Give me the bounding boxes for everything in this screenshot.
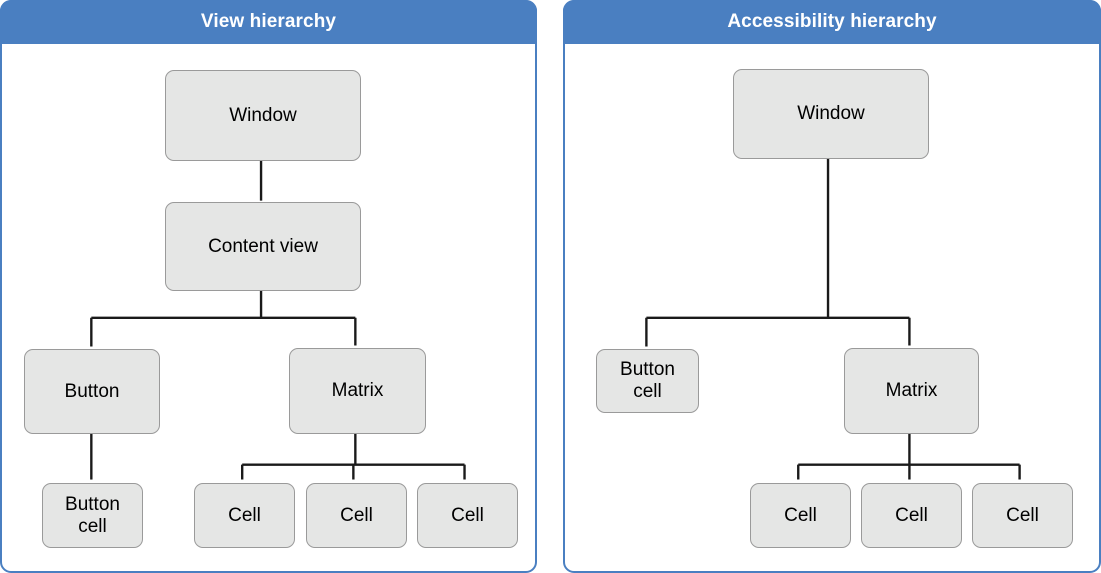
- node-content-view: Content view: [165, 202, 361, 291]
- node-button: Button: [24, 349, 160, 434]
- node-cell-1: Cell: [750, 483, 851, 548]
- panel-title-accessibility-hierarchy: Accessibility hierarchy: [563, 0, 1101, 44]
- connector-line: [90, 288, 357, 347]
- connector-line: [241, 430, 466, 480]
- node-cell-2: Cell: [861, 483, 962, 548]
- connector-layer-view-hierarchy: [90, 159, 466, 480]
- node-button-cell: Button cell: [42, 483, 143, 548]
- node-cell-3: Cell: [417, 483, 518, 548]
- node-window: Window: [165, 70, 361, 161]
- node-button-cell: Button cell: [596, 349, 699, 413]
- node-matrix: Matrix: [844, 348, 979, 434]
- connector-line: [797, 430, 1021, 480]
- connector-line: [645, 157, 911, 347]
- node-cell-1: Cell: [194, 483, 295, 548]
- panel-title-view-hierarchy: View hierarchy: [0, 0, 537, 44]
- node-matrix: Matrix: [289, 348, 426, 434]
- node-window: Window: [733, 69, 929, 159]
- node-cell-2: Cell: [306, 483, 407, 548]
- connector-layer-accessibility-hierarchy: [645, 157, 1021, 480]
- node-cell-3: Cell: [972, 483, 1073, 548]
